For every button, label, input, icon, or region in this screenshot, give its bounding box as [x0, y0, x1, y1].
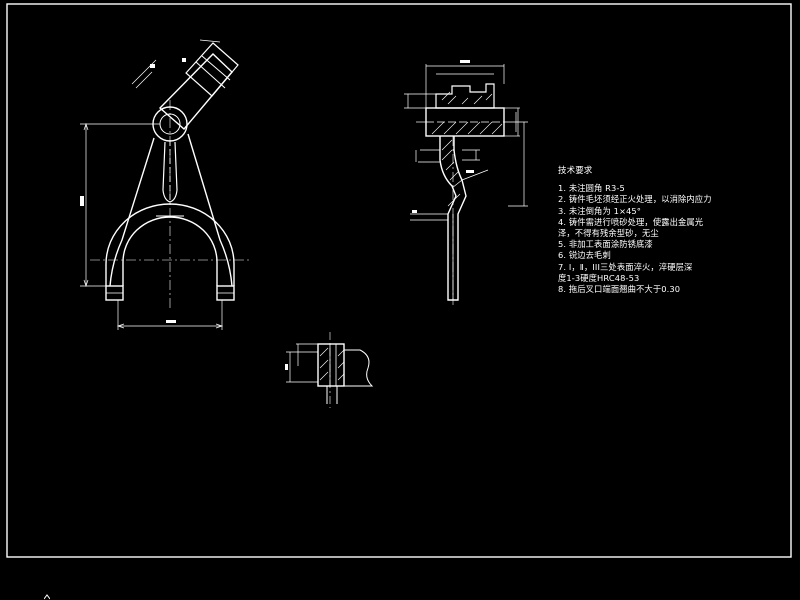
- requirement-line: 2. 铸件毛坯须经正火处理，以消除内应力: [558, 194, 712, 205]
- technical-requirements-title: 技术要求: [558, 166, 593, 176]
- front-view-fork: [90, 42, 250, 310]
- requirement-line: 8. 拖后叉口端面翘曲不大于0.30: [558, 284, 681, 295]
- requirement-line: 6. 锐边去毛刺: [558, 250, 611, 261]
- requirement-line: 3. 未注倒角为 1×45°: [558, 205, 642, 216]
- requirement-line: 7. Ⅰ，Ⅱ，ⅠⅠⅠ三处表面淬火，淬硬层深: [558, 261, 693, 272]
- requirement-line: 度1-3硬度HRC48-53: [558, 272, 640, 283]
- technical-requirements: 技术要求 1. 未注圆角 R3-5 2. 铸件毛坯须经正火处理，以消除内应力 3…: [558, 166, 788, 295]
- front-view-dimensions: [80, 39, 224, 330]
- drawing-border: [6, 3, 792, 558]
- side-view-dimensions: [404, 60, 528, 221]
- requirement-line: 5. 非加工表面涂防锈底漆: [558, 239, 653, 250]
- requirement-line: 泽，不得有残余型砂，无尘: [558, 228, 659, 239]
- detail-view-dimensions: [285, 343, 318, 383]
- caret-up-icon: [44, 594, 50, 600]
- side-view: [425, 83, 505, 305]
- requirement-line: 1. 未注圆角 R3-5: [558, 183, 625, 194]
- requirement-line: 4. 铸件需进行喷砂处理，使露出金属光: [558, 216, 704, 227]
- detail-view: [317, 332, 374, 408]
